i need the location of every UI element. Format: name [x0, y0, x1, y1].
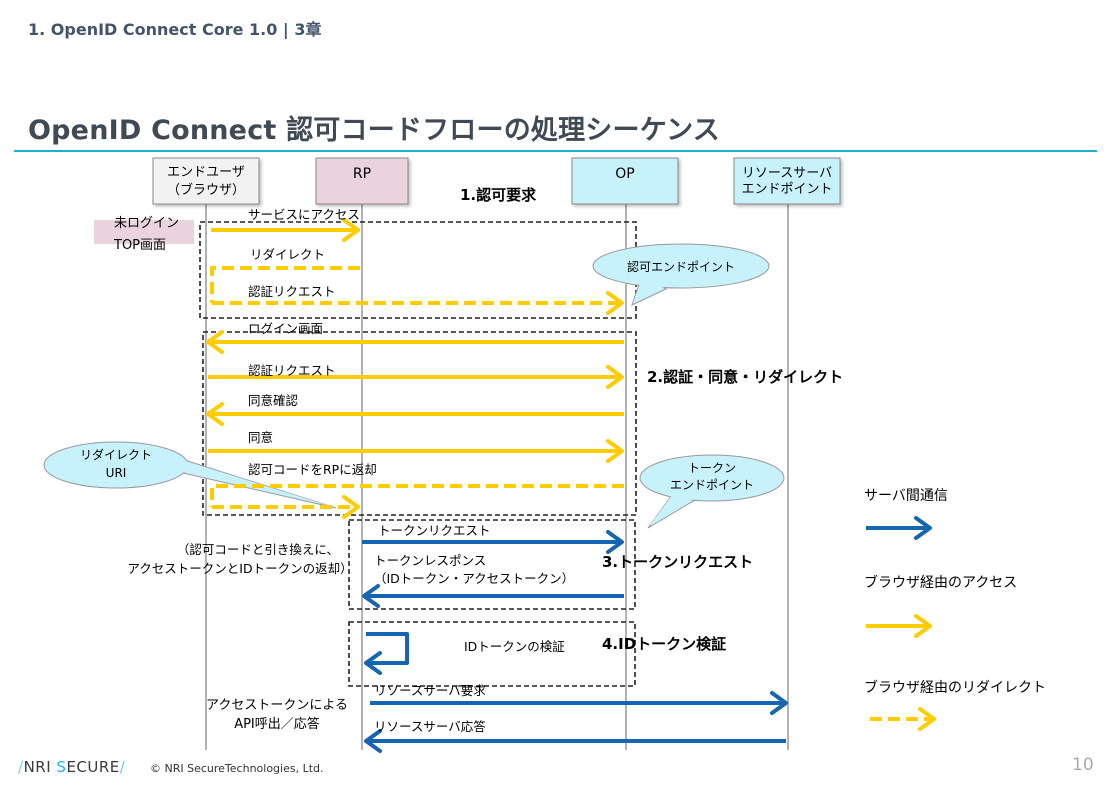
arrow-auth-request-head: [606, 365, 624, 389]
legend-arrow-browser-head: [914, 614, 932, 638]
callout-authz-endpoint: 認可エンドポイント: [592, 243, 770, 306]
msg-label-token-response: トークンレスポンス: [374, 553, 486, 568]
legend-label-redirect: ブラウザ経由のリダイレクト: [864, 679, 1046, 696]
phase-label-1: 1.認可要求: [460, 186, 537, 204]
phase-label-3: 3.トークンリクエスト: [602, 553, 753, 571]
side-note-api-call-1: アクセストークンによる: [206, 698, 348, 713]
actor-resource-server: リソースサーバ エンドポイント: [733, 157, 841, 205]
msg-label-consent-confirm: 同意確認: [248, 393, 299, 408]
arrow-id-token-verify-head: [364, 651, 382, 675]
page-number: 10: [1072, 755, 1094, 775]
callout-redirect-uri-1: リダイレクト: [80, 447, 152, 462]
msg-label-return-code: 認可コードをRPに返却: [248, 462, 377, 477]
legend: サーバ間通信 ブラウザ経由のアクセス ブラウザ経由のリダイレクト: [864, 488, 1046, 696]
arrow-auth-request-redirect-head: [606, 291, 624, 315]
actor-op: OP: [571, 157, 679, 205]
side-note-token-exchange-2: アクセストークンとIDトークンの返却）: [127, 561, 352, 576]
arrow-id-token-verify: [366, 632, 409, 665]
arrow-return-code: [210, 484, 624, 507]
actor-enduser-line1: エンドユーザ: [167, 165, 245, 180]
actor-enduser: エンドユーザ （ブラウザ）: [152, 157, 260, 205]
legend-arrow-redirect-head: [918, 707, 936, 731]
arrow-return-code-to-rp-head: [342, 495, 360, 519]
callout-redirect-uri: リダイレクト URI: [43, 441, 337, 509]
actor-enduser-line2: （ブラウザ）: [167, 182, 245, 198]
title-divider: [14, 150, 1097, 152]
arrow-service-access-head: [342, 218, 360, 242]
copyright: © NRI SecureTechnologies, Ltd.: [150, 762, 324, 775]
msg-label-login-screen: ログイン画面: [248, 321, 323, 336]
phase-box-2: [202, 331, 637, 516]
actor-resource-line1: リソースサーバ: [742, 166, 832, 181]
legend-label-browser: ブラウザ経由のアクセス: [864, 574, 1017, 591]
phase-label-4: 4.IDトークン検証: [602, 635, 726, 653]
nri-secure-logo: /NRI SECURE/: [18, 758, 126, 776]
arrow-redirect: [210, 266, 360, 303]
arrow-login-screen-head: [206, 330, 224, 354]
arrow-token-request-head: [606, 530, 624, 554]
chapter-heading: 1. OpenID Connect Core 1.0 | 3章: [28, 20, 322, 39]
callout-token-endpoint: トークン エンドポイント: [639, 454, 785, 529]
msg-label-resource-request: リソースサーバ要求: [374, 683, 486, 698]
actor-rp: RP: [315, 157, 409, 205]
legend-arrow-server-head: [914, 516, 932, 540]
msg-label-redirect: リダイレクト: [250, 247, 325, 262]
side-note-not-logged-in-1: 未ログイン: [114, 216, 179, 231]
message-arrows: [206, 218, 936, 753]
msg-label-token-request: トークンリクエスト: [378, 523, 491, 538]
actor-resource-line2: エンドポイント: [741, 182, 832, 197]
callout-token-endpoint-2: エンドポイント: [670, 478, 754, 492]
arrow-consent-confirm-head: [206, 402, 224, 426]
callout-redirect-uri-2: URI: [106, 466, 127, 480]
arrow-consent-head: [606, 439, 624, 463]
callout-token-endpoint-1: トークン: [688, 461, 736, 475]
side-note-api-call-2: API呼出／応答: [234, 716, 320, 732]
legend-label-server: サーバ間通信: [864, 488, 948, 504]
arrow-token-response-head: [362, 584, 380, 608]
actor-rp-label: RP: [353, 166, 371, 182]
side-note-token-exchange-1: （認可コードと引き換えに、: [177, 542, 339, 557]
phase-label-2: 2.認証・同意・リダイレクト: [647, 368, 843, 386]
callout-authz-endpoint-text: 認可エンドポイント: [627, 259, 735, 274]
arrow-resource-request-head: [770, 691, 788, 715]
page-title: OpenID Connect 認可コードフローの処理シーケンス: [28, 115, 720, 146]
msg-label-service-access: サービスにアクセス: [248, 207, 360, 222]
msg-label-id-token-verify: IDトークンの検証: [464, 639, 565, 654]
msg-label-auth-request-redirect: 認証リクエスト: [248, 284, 336, 299]
arrow-resource-response-head: [364, 729, 382, 753]
msg-label-consent: 同意: [248, 430, 273, 445]
not-logged-in-highlight: [94, 220, 194, 244]
side-note-not-logged-in-2: TOP画面: [113, 238, 166, 253]
msg-label-token-response-detail: （IDトークン・アクセストークン）: [374, 571, 574, 586]
msg-label-resource-response: リソースサーバ応答: [374, 719, 486, 734]
phase-box-3: [348, 519, 636, 610]
actor-op-label: OP: [615, 166, 634, 182]
msg-label-auth-request: 認証リクエスト: [248, 363, 336, 378]
phase-box-4: [348, 621, 636, 687]
